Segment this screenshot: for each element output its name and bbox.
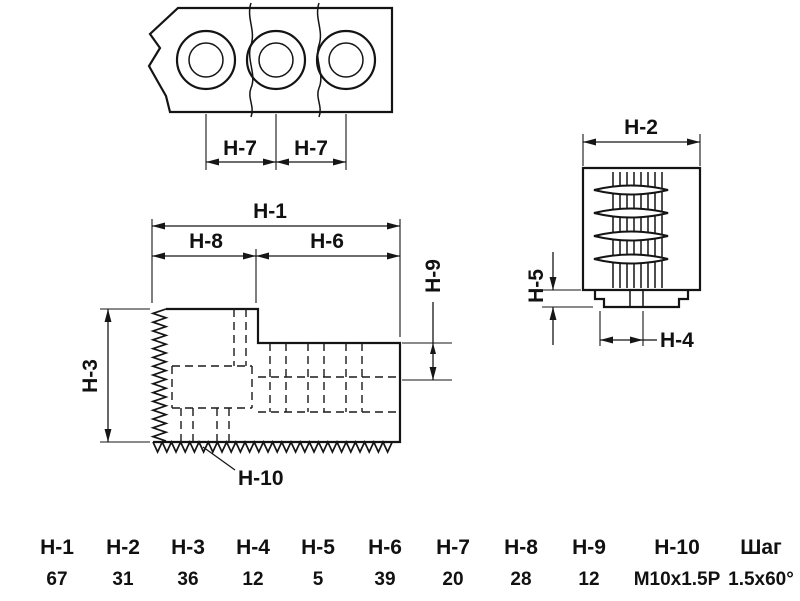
serration-tooth-2 xyxy=(593,207,669,219)
break-line-right xyxy=(316,2,322,118)
table-column-h1: H-1 67 xyxy=(40,537,74,590)
table-column-shag: Шаг 1.5x60° xyxy=(728,537,794,590)
extension-lines xyxy=(151,219,401,337)
dim-label-h10: H-10 xyxy=(238,467,284,490)
dim-arrow-h9 xyxy=(430,343,436,354)
column-header: H-9 xyxy=(572,536,606,559)
column-value: 36 xyxy=(177,569,199,590)
serration-tooth-4 xyxy=(593,253,669,265)
dim-h5-group: H-5 xyxy=(525,252,593,345)
left-serrations xyxy=(150,308,169,442)
tongue-center-lines xyxy=(629,290,644,307)
dim-h3-group: H-3 xyxy=(79,308,150,443)
hole-outer-circle xyxy=(315,29,377,91)
dim-label-h5: H-5 xyxy=(525,269,548,303)
column-value: 67 xyxy=(46,569,68,590)
table-column-h10: H-10 M10x1.5P xyxy=(634,537,721,590)
column-value: 1.5x60° xyxy=(728,569,794,590)
dim-label-h6: H-6 xyxy=(310,230,344,253)
leader-line-h10 xyxy=(202,446,236,471)
table-column-h9: H-9 12 xyxy=(572,537,606,590)
extension-lines xyxy=(599,311,644,346)
extension-lines xyxy=(402,342,452,381)
guide-tongue xyxy=(593,290,690,309)
dim-h9-group: H-9 xyxy=(402,259,452,381)
hidden-lines xyxy=(171,309,400,442)
column-header: H-5 xyxy=(301,536,335,559)
dim-h1-group: H-1 xyxy=(151,200,401,337)
hole-outer-circle xyxy=(175,29,237,91)
column-header: H-4 xyxy=(236,536,270,559)
column-value: 5 xyxy=(312,569,324,590)
dim-label-h7-left: H-7 xyxy=(223,137,257,160)
dim-label-h1: H-1 xyxy=(253,200,287,223)
side-view-body xyxy=(581,166,702,292)
table-column-h7: H-7 20 xyxy=(436,537,470,590)
table-column-h8: H-8 28 xyxy=(504,537,538,590)
dimension-table: H-1 67 H-2 31 H-3 36 H-4 12 H-5 5 H-6 39… xyxy=(0,537,800,601)
column-value: 12 xyxy=(242,569,264,590)
hole-inner-circle xyxy=(258,42,294,78)
column-value: M10x1.5P xyxy=(633,569,721,590)
column-header: H-7 xyxy=(436,536,470,559)
table-column-h4: H-4 12 xyxy=(236,537,270,590)
column-header: H-8 xyxy=(504,536,538,559)
counterbore-hole-1 xyxy=(175,29,237,91)
bottom-serrations xyxy=(152,439,393,455)
column-value: 28 xyxy=(510,569,532,590)
front-view-outline xyxy=(153,307,402,444)
dim-label-h2: H-2 xyxy=(624,116,658,139)
table-column-h3: H-3 36 xyxy=(171,537,205,590)
dim-h7-group: H-7 H-7 xyxy=(205,114,347,170)
side-view: H-2 H-5 H-4 xyxy=(525,116,702,352)
dim-label-h9: H-9 xyxy=(422,259,445,293)
dim-label-h3: H-3 xyxy=(79,359,102,393)
column-value: 20 xyxy=(442,569,464,590)
table-column-h6: H-6 39 xyxy=(368,537,402,590)
column-value: 31 xyxy=(112,569,134,590)
column-value: 12 xyxy=(578,569,600,590)
top-view: H-7 H-7 xyxy=(147,2,394,170)
hole-outer-circle xyxy=(245,29,307,91)
break-line-left xyxy=(248,2,254,118)
counterbore-hole-2 xyxy=(245,29,307,91)
column-header: H-10 xyxy=(654,536,700,559)
top-view-outline xyxy=(147,6,394,114)
counterbore-hole-3 xyxy=(315,29,377,91)
serration-tooth-3 xyxy=(593,230,669,242)
dim-h10-group: H-10 xyxy=(202,446,284,490)
serration-verticals xyxy=(612,172,663,288)
dim-h8-h6-group: H-8 H-6 xyxy=(152,230,400,303)
column-value: 39 xyxy=(374,569,396,590)
dim-h2-group: H-2 xyxy=(582,116,701,166)
extension-lines xyxy=(542,289,593,308)
column-header: H-3 xyxy=(171,536,205,559)
serration-tooth-1 xyxy=(593,184,669,196)
column-header: H-1 xyxy=(40,536,74,559)
column-header: H-2 xyxy=(106,536,140,559)
table-column-h5: H-5 5 xyxy=(301,537,335,590)
hole-inner-circle xyxy=(188,42,224,78)
dim-label-h7-right: H-7 xyxy=(294,137,328,160)
dim-label-h4: H-4 xyxy=(660,329,694,352)
table-column-h2: H-2 31 xyxy=(106,537,140,590)
dim-label-h8: H-8 xyxy=(189,230,223,253)
dim-h4-group: H-4 xyxy=(599,311,694,352)
column-header: Шаг xyxy=(740,536,782,559)
front-view: H-1 H-8 H-6 H-3 H-9 H-10 xyxy=(79,200,452,490)
hole-inner-circle xyxy=(328,42,364,78)
column-header: H-6 xyxy=(368,536,402,559)
